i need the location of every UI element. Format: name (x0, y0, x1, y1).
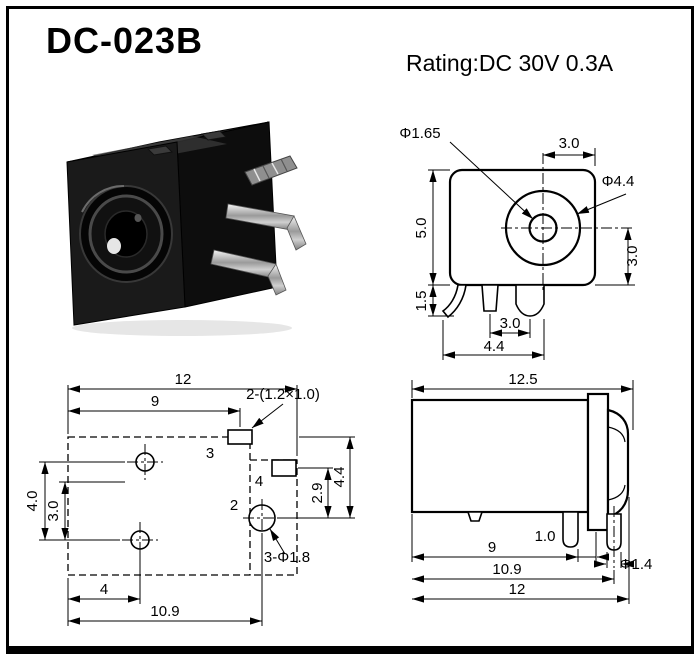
callout-pad4: 4 (255, 473, 263, 490)
dim-overall-length: 12.5 (508, 372, 537, 388)
dim-hole-span-outer: 4.0 (25, 491, 41, 512)
callout-pad2: 2 (230, 497, 238, 514)
dim-leg-length: 1.5 (413, 291, 430, 312)
side-view-body (410, 392, 630, 532)
rating-text: Rating:DC 30V 0.3A (406, 50, 614, 76)
bottom-view-labels: 12 9 2-(1.2×1.0) 3 4 2 4.0 3.0 2.9 4.4 3… (25, 372, 348, 620)
product-photo (66, 121, 307, 336)
dim-pad-offset: 9 (151, 393, 159, 410)
dim-center-to-edge: 3.0 (559, 135, 580, 152)
bottom-view-drawing: 12 9 2-(1.2×1.0) 3 4 2 4.0 3.0 2.9 4.4 3… (25, 372, 355, 626)
dim-body-length: 12 (509, 581, 526, 598)
dim-center-offset: 10.9 (150, 603, 179, 620)
front-view-drawing: Φ1.65 3.0 Φ4.4 5.0 3.0 1.5 3.0 4.4 (399, 125, 641, 360)
threaded-pin (244, 155, 298, 186)
side-view-drawing: 12.5 9 1.0 10.9 12 Φ1.4 (410, 372, 653, 604)
photo-shadow (72, 320, 292, 336)
flange-detail (607, 426, 626, 501)
side-view-labels: 12.5 9 1.0 10.9 12 Φ1.4 (488, 372, 653, 598)
dim-body-to-pin: 9 (488, 539, 496, 556)
dim-body-height: 5.0 (413, 218, 430, 239)
solder-pins (210, 203, 307, 296)
dim-hole-offset: 4 (100, 581, 108, 598)
dim-edge-to-hole: 4.4 (331, 467, 348, 488)
front-view-pins (441, 284, 545, 319)
center-lines (501, 153, 635, 290)
front-view-dimensions (428, 141, 635, 360)
front-view-labels: Φ1.65 3.0 Φ4.4 5.0 3.0 1.5 3.0 4.4 (399, 125, 641, 355)
dim-pad-to-hole: 2.9 (309, 483, 326, 504)
dim-leg-span: 4.4 (484, 338, 505, 355)
dim-pin-dia: Φ1.65 (399, 125, 440, 142)
dim-side-pin-dia: Φ1.4 (620, 556, 653, 573)
bottom-view-dimensions (39, 385, 355, 626)
dim-pin-gap: 1.0 (535, 528, 556, 545)
connector-photo (66, 121, 307, 336)
border-frame (6, 6, 694, 654)
side-view-dimensions (411, 380, 634, 604)
barrel-opening (79, 184, 173, 283)
dim-hole-note: 3-Φ1.8 (264, 549, 310, 566)
dim-slot-note: 2-(1.2×1.0) (246, 386, 320, 403)
callout-pad3: 3 (206, 445, 214, 462)
part-number-title: DC-023B (46, 20, 204, 61)
dim-pin-offset: 10.9 (492, 561, 521, 578)
dim-hole-span-inner: 3.0 (45, 501, 62, 522)
dim-overall-width: 12 (175, 372, 192, 388)
dim-leg-pitch: 3.0 (500, 315, 521, 332)
dim-center-to-bottom: 3.0 (624, 246, 641, 267)
dim-barrel-dia: Φ4.4 (602, 173, 635, 190)
